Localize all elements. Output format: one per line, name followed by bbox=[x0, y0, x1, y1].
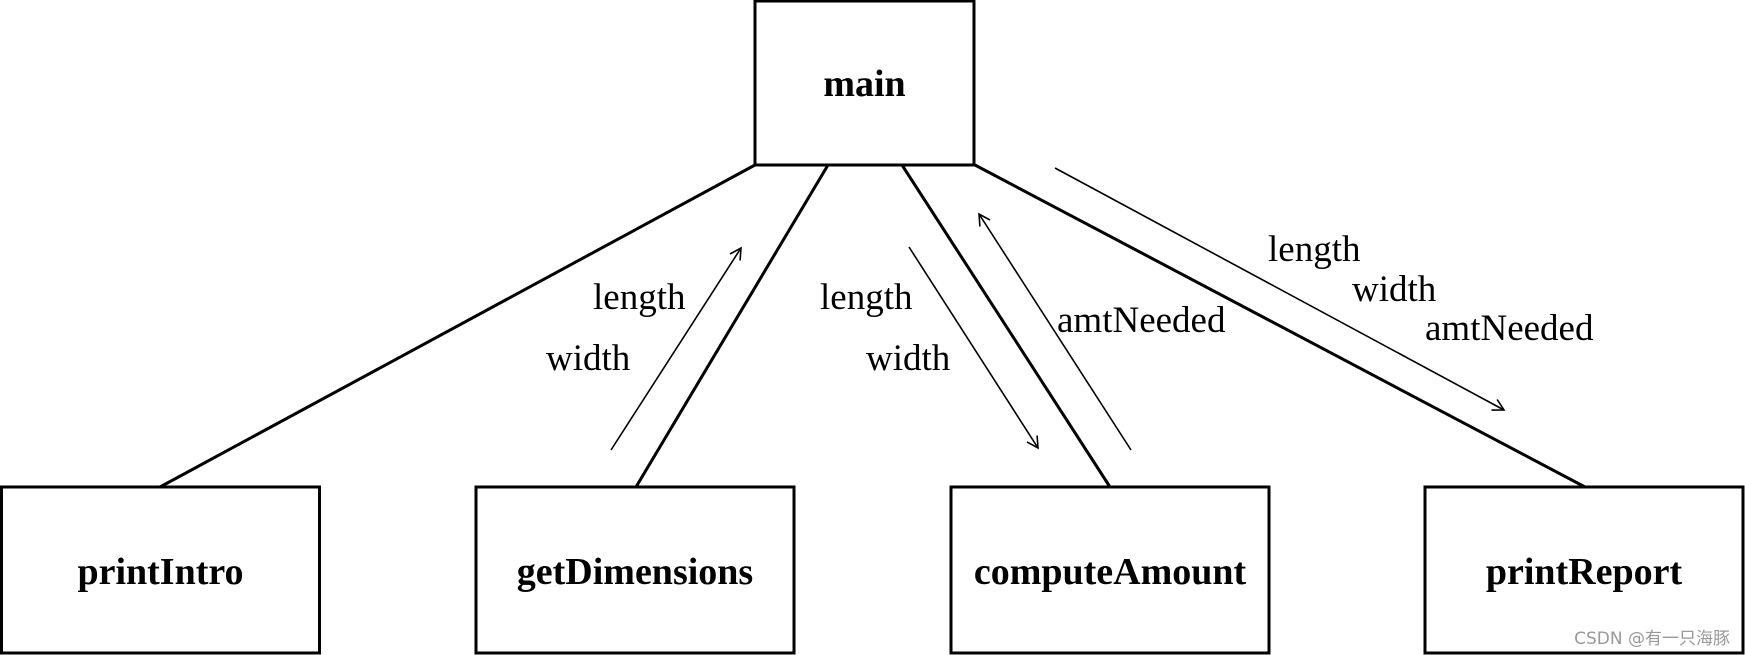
flow-label-computeAmount-length: length bbox=[820, 277, 913, 318]
node-printIntro: printIntro bbox=[0, 485, 321, 655]
flow-label-getDimensions-width: width bbox=[546, 338, 631, 379]
watermark: CSDN @有一只海豚 bbox=[1574, 629, 1730, 649]
node-printReport: printReport bbox=[1423, 485, 1745, 655]
edge-main-printIntro bbox=[159, 163, 756, 489]
edge-main-getDimensions bbox=[634, 164, 830, 488]
node-computeAmount-label: computeAmount bbox=[974, 551, 1247, 593]
node-computeAmount: computeAmount bbox=[949, 485, 1271, 655]
node-main: main bbox=[753, 0, 976, 167]
flow-arrow-getDimensions-to-main bbox=[610, 246, 742, 451]
flow-label-computeAmount-width: width bbox=[866, 338, 951, 379]
flow-arrow-main-to-computeAmount bbox=[908, 246, 1039, 450]
flow-label-printReport-length: length bbox=[1268, 229, 1361, 270]
node-printIntro-label: printIntro bbox=[77, 551, 243, 593]
edge-main-computeAmount bbox=[900, 164, 1112, 488]
node-printReport-label: printReport bbox=[1486, 551, 1683, 593]
node-main-label: main bbox=[823, 63, 905, 105]
flow-label-printReport-width: width bbox=[1352, 269, 1437, 310]
flow-arrow-computeAmount-to-main bbox=[978, 212, 1132, 451]
node-getDimensions-label: getDimensions bbox=[517, 551, 753, 593]
edge-main-printReport bbox=[974, 163, 1586, 489]
flow-label-computeAmount-amtNeeded: amtNeeded bbox=[1057, 300, 1226, 341]
flow-label-getDimensions-length: length bbox=[593, 277, 686, 318]
node-getDimensions: getDimensions bbox=[474, 485, 796, 655]
flow-arrow-main-to-printReport bbox=[1054, 167, 1506, 411]
flow-label-printReport-amtNeeded: amtNeeded bbox=[1425, 308, 1594, 349]
